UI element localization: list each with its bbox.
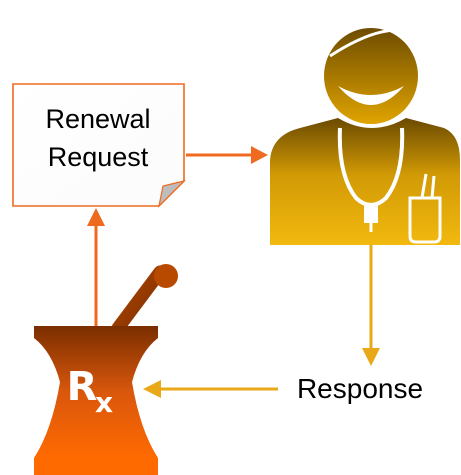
head-mirror bbox=[396, 15, 420, 39]
doctor-head bbox=[324, 28, 418, 124]
response-label: Response bbox=[297, 373, 423, 404]
coat-pocket bbox=[408, 196, 442, 244]
stethoscope-piece bbox=[364, 205, 378, 223]
pharmacy-to-request-arrow bbox=[87, 208, 105, 327]
request-to-doctor-arrow bbox=[186, 146, 268, 164]
mortar bbox=[34, 326, 158, 458]
renewal-request-note: Renewal Request bbox=[12, 83, 186, 208]
head-mirror-band bbox=[329, 28, 399, 58]
doctor-smile bbox=[338, 86, 404, 105]
note-line-1: Renewal bbox=[45, 104, 150, 134]
note-page-curl bbox=[158, 179, 186, 208]
response-to-pharmacy-arrow bbox=[143, 380, 278, 398]
rx-symbol-r: R bbox=[67, 364, 98, 410]
mortar-base bbox=[34, 458, 158, 475]
note-line-2: Request bbox=[48, 142, 149, 172]
doctor-body bbox=[270, 118, 460, 245]
doctor-to-response-arrow bbox=[362, 245, 380, 366]
rx-symbol-x: x bbox=[95, 386, 113, 419]
pestle bbox=[111, 265, 167, 335]
pestle-knob bbox=[154, 264, 178, 288]
mortar-pestle-rx-icon: R x bbox=[34, 264, 178, 475]
doctor-icon bbox=[270, 15, 460, 245]
